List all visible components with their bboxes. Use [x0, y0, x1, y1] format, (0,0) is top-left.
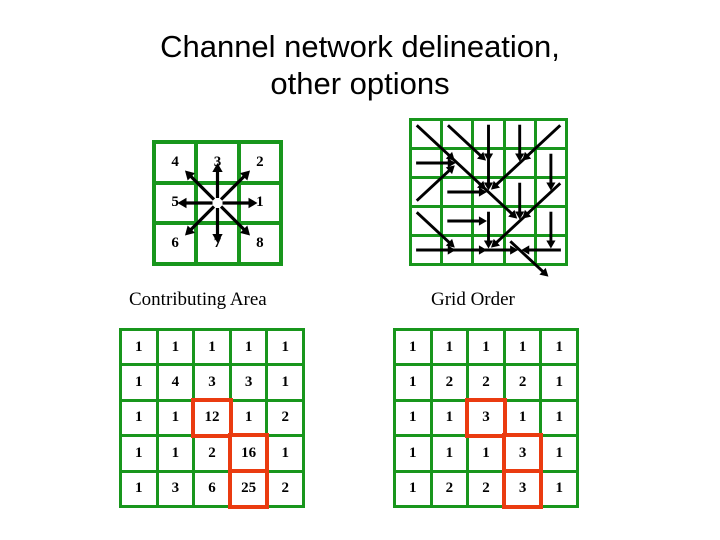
flow-cell: [474, 179, 503, 205]
contributing-area-cell: 2: [195, 437, 229, 470]
grid-order-grid: 1 1 1 1 1 1 2 2 2 1 1 1 3 1 1 1 1 1 3 1 …: [393, 328, 579, 510]
contributing-area-cell-highlighted: 12: [191, 397, 233, 439]
grid-order-cell: 1: [432, 437, 467, 470]
direction-code-cell: 3: [198, 144, 237, 181]
contributing-area-cell: 1: [122, 472, 156, 505]
contributing-area-cell: 2: [268, 401, 302, 435]
grid-order-cell: 1: [432, 331, 467, 364]
contributing-area-cell: 3: [195, 366, 229, 399]
direction-code-cell: 1: [240, 184, 279, 222]
contributing-area-cell: 3: [158, 472, 193, 505]
grid-order-cell: 2: [469, 366, 503, 399]
flow-cell: [412, 150, 441, 176]
grid-order-cell: 1: [505, 401, 540, 435]
direction-code-cell: 7: [198, 225, 237, 262]
direction-code-cell: 6: [156, 225, 195, 262]
flow-cell: [443, 208, 472, 234]
grid-order-cell-highlighted: 3: [501, 433, 544, 474]
grid-order-cell: 2: [505, 366, 540, 399]
page-title: Channel network delineation, other optio…: [60, 28, 660, 102]
flow-cell: [536, 237, 565, 263]
flow-cell: [505, 150, 534, 176]
contributing-area-cell: 1: [231, 401, 266, 435]
flow-cell: [505, 208, 534, 234]
contributing-area-cell: 1: [158, 331, 193, 364]
flow-cell: [443, 150, 472, 176]
grid-order-cell: 1: [396, 437, 430, 470]
flow-cell: [412, 179, 441, 205]
flow-cell: [443, 179, 472, 205]
flow-cell: [474, 208, 503, 234]
grid-order-cell: 1: [396, 366, 430, 399]
grid-order-cell: 1: [396, 472, 430, 505]
grid-order-cell: 1: [396, 331, 430, 364]
grid-order-cell: 2: [469, 472, 503, 505]
flow-cell: [412, 208, 441, 234]
flow-cell: [536, 121, 565, 147]
flow-cell: [474, 237, 503, 263]
grid-order-cell: 2: [432, 366, 467, 399]
grid-order-cell: 1: [432, 401, 467, 435]
flow-cell: [505, 121, 534, 147]
direction-code-cell: 2: [240, 144, 279, 181]
contributing-area-grid: 1 1 1 1 1 1 4 3 3 1 1 1 12 1 2 1 1 2 16 …: [119, 328, 305, 510]
grid-order-cell: 1: [469, 437, 503, 470]
page-title-line-2: other options: [270, 66, 450, 101]
contributing-area-cell: 1: [268, 366, 302, 399]
flow-cell: [505, 179, 534, 205]
grid-order-cell-highlighted: 3: [465, 397, 507, 439]
grid-order-cell: 1: [542, 401, 576, 435]
grid-order-cell: 2: [432, 472, 467, 505]
contributing-area-cell: 1: [122, 437, 156, 470]
grid-order-cell-highlighted: 3: [501, 468, 544, 510]
flow-cell: [536, 208, 565, 234]
flow-cell: [505, 237, 534, 263]
contributing-area-cell-highlighted: 16: [227, 433, 270, 474]
grid-order-cell: 1: [396, 401, 430, 435]
contributing-area-cell: 3: [231, 366, 266, 399]
flow-cell: [474, 150, 503, 176]
contributing-area-cell: 2: [268, 472, 302, 505]
contributing-area-cell: 6: [195, 472, 229, 505]
grid-order-cell: 1: [505, 331, 540, 364]
grid-order-caption: Grid Order: [431, 289, 515, 310]
grid-order-cell: 1: [542, 331, 576, 364]
page-title-line-1: Channel network delineation,: [160, 29, 560, 64]
contributing-area-cell: 1: [268, 437, 302, 470]
grid-order-cell: 1: [542, 437, 576, 470]
direction-code-cell: 4: [156, 144, 195, 181]
contributing-area-cell: 1: [122, 366, 156, 399]
flow-cell: [536, 150, 565, 176]
direction-code-cell: 8: [240, 225, 279, 262]
flow-cell: [443, 237, 472, 263]
grid-order-cell: 1: [542, 472, 576, 505]
contributing-area-cell: 4: [158, 366, 193, 399]
contributing-area-cell: 1: [158, 437, 193, 470]
grid-order-cell: 1: [542, 366, 576, 399]
flow-direction-grid: [409, 118, 568, 277]
direction-code-grid: 4 3 2 5 1 6 7 8: [152, 140, 283, 266]
flow-cell: [443, 121, 472, 147]
contributing-area-cell: 1: [231, 331, 266, 364]
contributing-area-cell: 1: [122, 331, 156, 364]
contributing-area-cell: 1: [268, 331, 302, 364]
contributing-area-cell: 1: [122, 401, 156, 435]
contributing-area-cell-highlighted: 25: [227, 468, 270, 510]
flow-cell: [536, 179, 565, 205]
flow-cell: [412, 121, 441, 147]
direction-code-center-cell: [198, 184, 237, 222]
direction-code-cell: 5: [156, 184, 195, 222]
flow-cell: [474, 121, 503, 147]
contributing-area-cell: 1: [195, 331, 229, 364]
flow-cell: [412, 237, 441, 263]
contributing-area-caption: Contributing Area: [129, 289, 267, 310]
grid-order-cell: 1: [469, 331, 503, 364]
contributing-area-cell: 1: [158, 401, 193, 435]
